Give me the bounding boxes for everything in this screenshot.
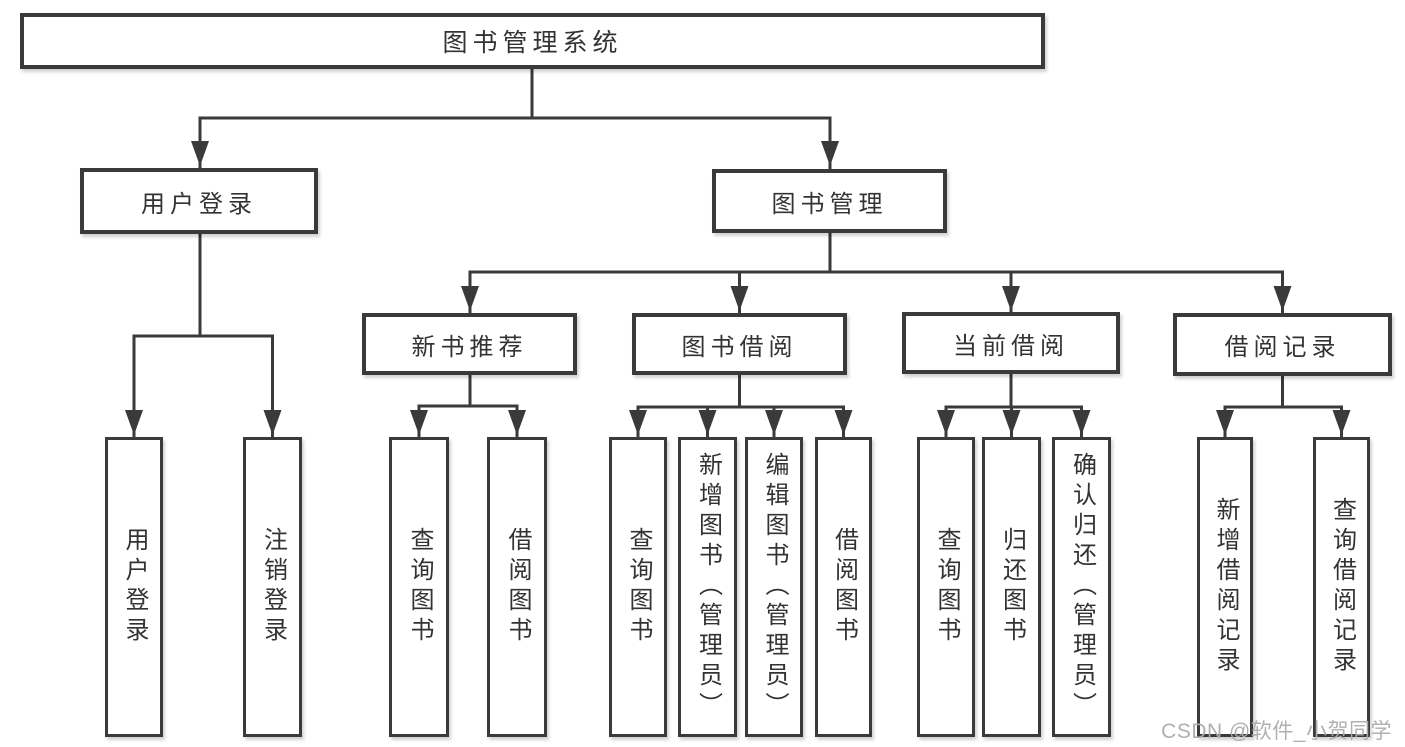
leaf-bb-query-books: 查询图书 (609, 437, 667, 737)
csdn-watermark: CSDN @软件_小贺同学 (1161, 720, 1392, 743)
node-library-management-system: 图书管理系统 (20, 13, 1045, 69)
leaf-user-login: 用户登录 (105, 437, 163, 737)
node-label: 图书管理系统 (442, 29, 623, 57)
node-book-management: 图书管理 (712, 169, 947, 233)
leaf-br-add-borrow-record: 新增借阅记录 (1197, 437, 1253, 737)
leaf-label: 编辑图书（管理员） (761, 452, 788, 722)
leaf-nbr-query-books: 查询图书 (389, 437, 449, 737)
node-new-book-recommend: 新书推荐 (362, 313, 577, 375)
leaf-label: 查询图书 (625, 527, 652, 647)
leaf-label: 注销登录 (259, 527, 287, 647)
leaf-label: 归还图书 (998, 527, 1026, 647)
node-label: 图书管理 (771, 190, 888, 218)
leaf-label: 查询图书 (406, 527, 433, 647)
node-label: 用户登录 (141, 190, 257, 218)
node-current-borrow: 当前借阅 (902, 312, 1120, 374)
leaf-label: 新增借阅记录 (1212, 497, 1239, 677)
leaf-cb-return-books: 归还图书 (982, 437, 1041, 737)
leaf-label: 新增图书（管理员） (694, 452, 722, 722)
node-label: 图书借阅 (681, 333, 798, 361)
leaf-label: 查询借阅记录 (1328, 497, 1356, 677)
node-book-borrow: 图书借阅 (632, 313, 847, 375)
node-label: 新书推荐 (411, 333, 528, 361)
node-label: 借阅记录 (1224, 334, 1341, 361)
node-label: 当前借阅 (953, 332, 1069, 360)
leaf-label: 用户登录 (121, 527, 148, 647)
leaf-cb-query-books: 查询图书 (917, 437, 975, 737)
leaf-bb-borrow-books: 借阅图书 (815, 437, 872, 737)
leaf-bb-edit-books-admin: 编辑图书（管理员） (745, 437, 803, 737)
leaf-cb-confirm-return-admin: 确认归还（管理员） (1052, 437, 1111, 737)
leaf-label: 查询图书 (933, 527, 960, 647)
arrowheads (125, 141, 1351, 435)
leaf-label: 借阅图书 (830, 527, 858, 647)
leaf-label: 借阅图书 (504, 527, 531, 647)
leaf-br-query-borrow-record: 查询借阅记录 (1313, 437, 1370, 737)
leaf-bb-add-books-admin: 新增图书（管理员） (678, 437, 737, 737)
node-borrow-records: 借阅记录 (1173, 313, 1392, 376)
leaf-logout-login: 注销登录 (243, 437, 302, 737)
leaf-nbr-borrow-books: 借阅图书 (487, 437, 547, 737)
node-user-login: 用户登录 (80, 168, 318, 234)
leaf-label: 确认归还（管理员） (1068, 452, 1096, 722)
